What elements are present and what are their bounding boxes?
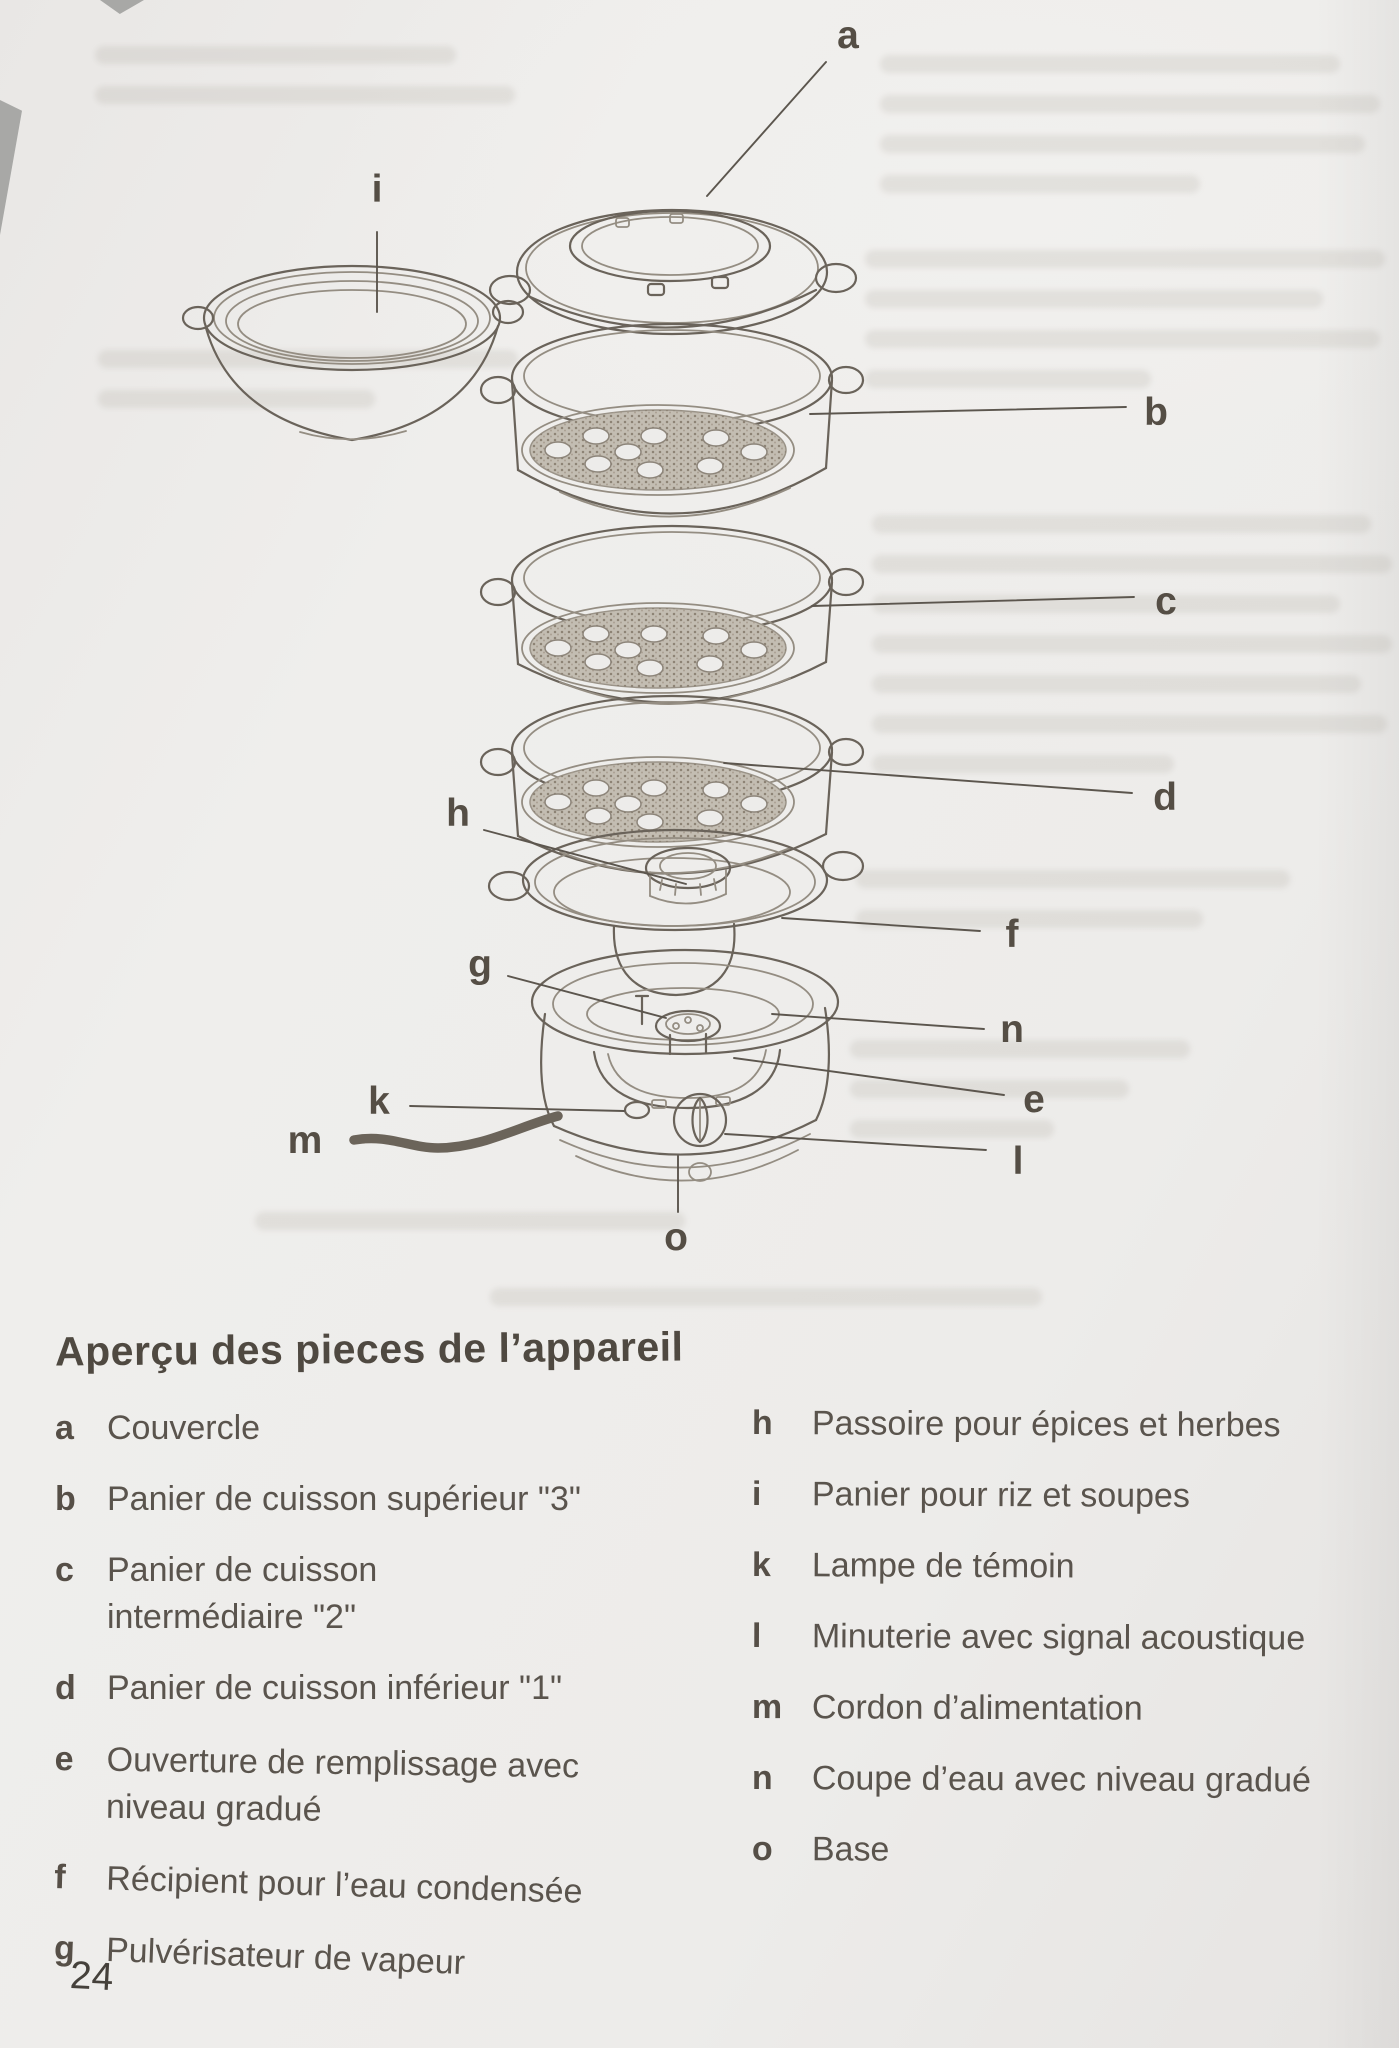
exploded-diagram: a i b c d h f g n e k m l o bbox=[181, 14, 1177, 1259]
legend-item-e: e Ouverture de remplissage avec niveau g… bbox=[54, 1736, 715, 1839]
diagram-label-c: c bbox=[1155, 580, 1177, 623]
legend-key: c bbox=[55, 1551, 74, 1589]
base-illustration bbox=[349, 948, 840, 1182]
legend-key: d bbox=[55, 1669, 76, 1707]
legend-item-d: d Panier de cuisson inférieur "1" bbox=[55, 1665, 715, 1712]
leader-line-n bbox=[771, 1013, 985, 1030]
bleedthrough-text bbox=[95, 46, 515, 104]
legend-key: m bbox=[751, 1688, 783, 1727]
leader-line-a bbox=[706, 61, 827, 197]
rice-bowl-illustration bbox=[181, 264, 525, 442]
legend-text: Minuterie avec signal acoustique bbox=[811, 1617, 1306, 1658]
leader-line-f bbox=[781, 917, 981, 932]
legend-item-o: o Base bbox=[752, 1826, 1392, 1876]
legend-item-n: n Coupe d’eau avec niveau gradué bbox=[752, 1755, 1392, 1805]
leader-line-k bbox=[409, 1105, 625, 1112]
legend-key: f bbox=[53, 1857, 67, 1897]
diagram-label-n: n bbox=[1000, 1008, 1024, 1051]
bleedthrough-text bbox=[856, 870, 1366, 928]
bleedthrough-text bbox=[255, 1212, 685, 1230]
leader-line-b bbox=[809, 406, 1127, 415]
legend-item-l: l Minuterie avec signal acoustique bbox=[752, 1613, 1392, 1663]
basket-lower-illustration bbox=[479, 694, 865, 875]
diagram-label-h: h bbox=[446, 792, 470, 835]
legend-text: Récipient pour l’eau condensée bbox=[105, 1859, 584, 1911]
legend-column-left: a Couvercle b Panier de cuisson supérieu… bbox=[53, 1405, 715, 1982]
diagram-label-m: m bbox=[288, 1119, 323, 1162]
diagram-label-d: d bbox=[1153, 776, 1177, 819]
diagram-label-e: e bbox=[1023, 1078, 1045, 1121]
leader-line-l bbox=[724, 1133, 987, 1151]
bleedthrough-text bbox=[880, 55, 1380, 193]
legend-key: l bbox=[751, 1617, 762, 1656]
legend-item-b: b Panier de cuisson supérieur "3" bbox=[55, 1476, 715, 1523]
legend-column-right: h Passoire pour épices et herbes i Panie… bbox=[752, 1400, 1392, 1873]
lid-illustration bbox=[488, 208, 858, 336]
legend-item-a: a Couvercle bbox=[55, 1405, 715, 1452]
leader-line-c bbox=[811, 596, 1135, 607]
section-title: Aperçu des pieces de l’appareil bbox=[54, 1323, 684, 1375]
legend-text: Cordon d’alimentation bbox=[811, 1688, 1143, 1728]
legend-text: Couvercle bbox=[107, 1409, 261, 1447]
legend-text: Panier de cuisson intermédiaire "2" bbox=[107, 1551, 378, 1636]
legend-item-h: h Passoire pour épices et herbes bbox=[752, 1400, 1392, 1450]
basket-middle-illustration bbox=[479, 524, 865, 705]
basket-upper-illustration bbox=[479, 322, 865, 518]
legend-text: Ouverture de remplissage avec niveau gra… bbox=[105, 1740, 580, 1829]
diagram-label-a: a bbox=[837, 14, 859, 57]
bleedthrough-text bbox=[490, 1288, 1090, 1306]
legend-text: Panier de cuisson inférieur "1" bbox=[107, 1669, 563, 1707]
legend-text: Base bbox=[811, 1830, 890, 1869]
legend-item-m: m Cordon d’alimentation bbox=[752, 1684, 1392, 1734]
legend-text: Coupe d’eau avec niveau gradué bbox=[811, 1759, 1312, 1800]
bleedthrough-text bbox=[872, 515, 1392, 773]
leader-line-g bbox=[507, 975, 667, 1019]
diagram-label-b: b bbox=[1144, 391, 1168, 434]
legend-item-k: k Lampe de témoin bbox=[752, 1542, 1392, 1592]
diagram-label-k: k bbox=[368, 1080, 390, 1123]
drip-tray-illustration bbox=[487, 828, 865, 997]
legend-item-g: g Pulvérisateur de vapeur bbox=[53, 1925, 714, 1996]
steam-sprayer-illustration bbox=[634, 994, 722, 1056]
legend-key: a bbox=[55, 1409, 74, 1447]
legend-key: n bbox=[751, 1759, 773, 1798]
diagram-label-i: i bbox=[372, 168, 383, 211]
legend-item-c: c Panier de cuisson intermédiaire "2" bbox=[55, 1547, 715, 1641]
legend-key: i bbox=[751, 1475, 762, 1514]
diagram-label-l: l bbox=[1013, 1140, 1024, 1183]
legend-key: k bbox=[751, 1546, 771, 1585]
page-number: 24 bbox=[68, 1953, 115, 2000]
bleedthrough-text bbox=[850, 1040, 1190, 1138]
legend-key: o bbox=[751, 1830, 773, 1869]
indicator-lamp-illustration bbox=[623, 1100, 651, 1120]
spice-sieve-illustration bbox=[644, 846, 732, 905]
leader-line-d bbox=[723, 762, 1133, 794]
leader-line-e bbox=[733, 1057, 1005, 1096]
power-cord-illustration bbox=[349, 1111, 563, 1153]
legend-key: b bbox=[55, 1480, 76, 1518]
legend-text: Passoire pour épices et herbes bbox=[811, 1404, 1281, 1445]
diagram-label-o: o bbox=[664, 1216, 688, 1259]
legend-item-f: f Récipient pour l’eau condensée bbox=[54, 1854, 715, 1919]
legend-text: Lampe de témoin bbox=[811, 1546, 1075, 1586]
legend-item-i: i Panier pour riz et soupes bbox=[752, 1471, 1392, 1521]
leader-line-h bbox=[483, 829, 687, 885]
diagram-label-g: g bbox=[468, 943, 492, 986]
legend-text: Pulvérisateur de vapeur bbox=[105, 1930, 466, 1983]
timer-knob-illustration bbox=[672, 1092, 728, 1148]
legend-key: e bbox=[54, 1739, 74, 1779]
bleedthrough-text bbox=[865, 250, 1385, 388]
legend-text: Panier de cuisson supérieur "3" bbox=[107, 1480, 581, 1518]
legend-text: Panier pour riz et soupes bbox=[811, 1475, 1190, 1515]
legend-key: h bbox=[751, 1404, 773, 1443]
diagram-label-f: f bbox=[1006, 913, 1020, 956]
